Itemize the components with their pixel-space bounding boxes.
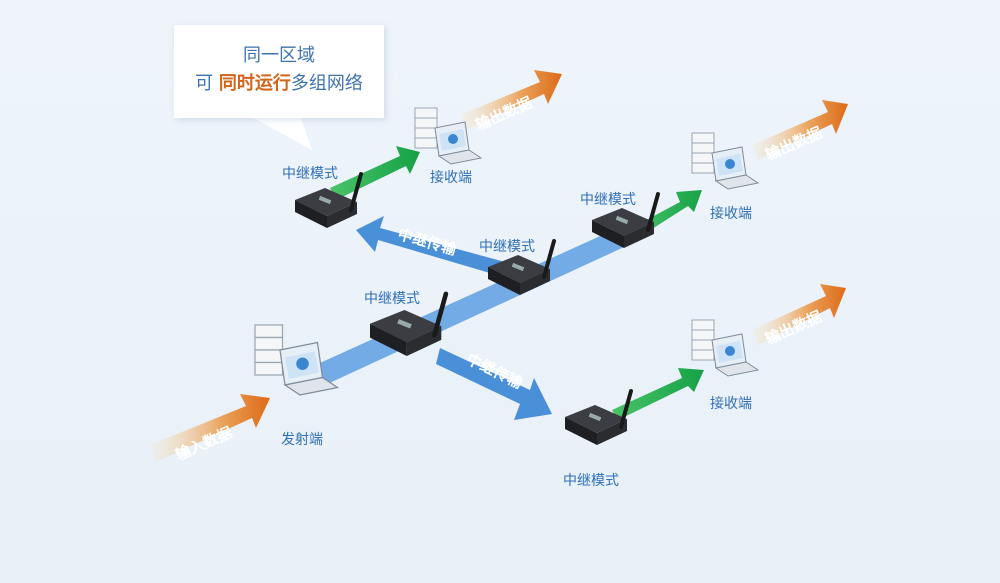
relay-mode-label: 中继模式 [479,239,535,255]
output-data-arrow: 输出数据 [752,100,848,164]
receiver-computer-icon [691,319,759,377]
receiver-label: 接收端 [430,169,472,186]
bubble-prefix: 可 [195,73,219,94]
transmitter-label: 发射端 [281,432,323,448]
relay-device-icon [563,389,633,447]
speech-bubble: 同一区域 可 同时运行多组网络 [174,25,384,118]
bubble-suffix: 多组网络 [290,73,363,94]
green-arrow [330,146,420,200]
output-data-arrow: 输出数据 [752,284,846,348]
relay-link-band [300,218,648,392]
relay-mode-label: 中继模式 [282,166,338,182]
green-arrow [612,368,704,420]
bubble-line2: 可 同时运行多组网络 [174,69,384,99]
relay-mode-label: 中继模式 [580,192,636,208]
receiver-label: 接收端 [710,205,752,222]
transmitter-computer-icon [254,324,339,396]
bubble-highlight: 同时运行 [218,73,291,94]
receiver-computer-icon [691,132,759,190]
speech-bubble-tail [250,116,312,150]
relay-mode-label: 中继模式 [563,473,619,489]
relay-transfer-arrow-right: 中继传输 [436,348,552,420]
output-data-arrow: 输出数据 [460,70,562,134]
receiver-label: 接收端 [710,395,752,412]
relay-mode-label: 中继模式 [364,291,420,307]
bubble-line1: 同一区域 [243,45,315,66]
